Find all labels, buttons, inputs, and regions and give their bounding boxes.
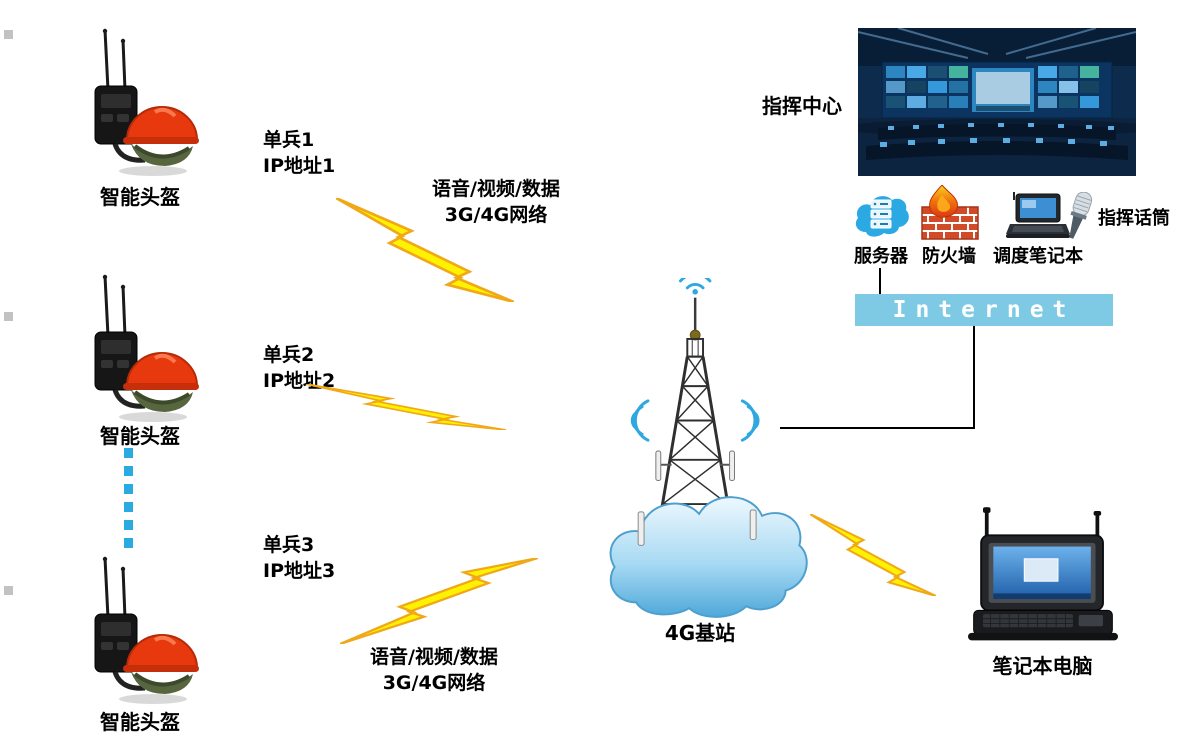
command-center-label: 指挥中心 bbox=[762, 94, 842, 118]
microphone-label: 指挥话筒 bbox=[1098, 208, 1170, 229]
lightning-bolt-icon-4 bbox=[810, 514, 936, 596]
soldier-1-name: 单兵1 bbox=[263, 129, 315, 151]
server-label: 服务器 bbox=[854, 246, 908, 267]
artifact-square bbox=[4, 586, 13, 595]
link-top-line1: 语音/视频/数据 bbox=[432, 178, 560, 200]
artifact-square bbox=[4, 312, 13, 321]
field-laptop-label: 笔记本电脑 bbox=[992, 654, 1093, 678]
signal-arcs-right bbox=[740, 399, 760, 442]
firewall-label: 防火墙 bbox=[922, 246, 976, 267]
soldier-1-ip: IP地址1 bbox=[263, 155, 336, 177]
base-station-label: 4G基站 bbox=[664, 621, 736, 645]
screen-wall bbox=[886, 66, 1099, 112]
internet-bar: Internet bbox=[855, 294, 1113, 326]
radio-link-label-bottom: 语音/视频/数据 3G/4G网络 bbox=[350, 644, 518, 696]
soldier-label-3: 单兵3 IP地址3 bbox=[263, 532, 335, 584]
internet-tower-connector-horizontal bbox=[780, 427, 975, 429]
server-internet-connector bbox=[879, 268, 881, 294]
desk-monitors bbox=[880, 123, 1114, 147]
base-station-tower-icon bbox=[609, 278, 808, 618]
lightning-bolt-icon-2 bbox=[306, 384, 506, 430]
soldier-2-name: 单兵2 bbox=[263, 344, 315, 366]
microphone-icon bbox=[1069, 192, 1093, 239]
soldier-3-name: 单兵3 bbox=[263, 534, 315, 556]
cloud-icon bbox=[609, 496, 808, 618]
helmet-label-3: 智能头盔 bbox=[100, 710, 180, 734]
firewall-icon bbox=[921, 185, 979, 240]
field-laptop-icon bbox=[968, 507, 1118, 641]
lightning-bolt-icon-1 bbox=[336, 198, 514, 302]
signal-arcs-left bbox=[630, 399, 650, 442]
smart-helmet-icon bbox=[94, 556, 199, 704]
internet-label: Internet bbox=[892, 297, 1076, 323]
internet-tower-connector-vertical bbox=[973, 326, 975, 429]
artifact-square bbox=[4, 30, 13, 39]
link-bottom-line2: 3G/4G网络 bbox=[382, 672, 486, 694]
soldier-3-ip: IP地址3 bbox=[263, 560, 336, 582]
server-icon bbox=[855, 196, 909, 237]
lightning-bolt-icon-3 bbox=[340, 558, 538, 644]
command-center-photo bbox=[858, 28, 1136, 176]
helmet-label-2: 智能头盔 bbox=[100, 424, 180, 448]
smart-helmet-icon bbox=[94, 28, 199, 176]
link-top-line2: 3G/4G网络 bbox=[444, 204, 548, 226]
dispatch-laptop-icon bbox=[1006, 192, 1070, 238]
link-bottom-line1: 语音/视频/数据 bbox=[370, 646, 498, 668]
operator-desks bbox=[866, 124, 1128, 160]
wifi-icon bbox=[678, 278, 712, 290]
helmet-label-1: 智能头盔 bbox=[100, 185, 180, 209]
dispatch-laptop-label: 调度笔记本 bbox=[993, 246, 1083, 267]
radio-link-label-top: 语音/视频/数据 3G/4G网络 bbox=[412, 176, 580, 228]
more-units-dashed-line bbox=[124, 448, 133, 548]
soldier-label-1: 单兵1 IP地址1 bbox=[263, 127, 335, 179]
smart-helmet-icon bbox=[94, 274, 199, 422]
